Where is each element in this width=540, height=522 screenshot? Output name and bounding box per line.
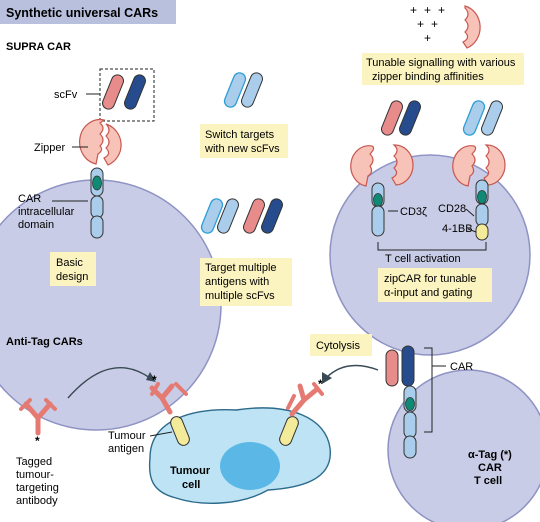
label-t-cell-activation: T cell activation bbox=[385, 253, 461, 265]
arrow-engagement bbox=[325, 364, 379, 379]
zipper-pair bbox=[79, 118, 122, 166]
free-zipper bbox=[462, 5, 481, 49]
arrow-engagement-head bbox=[322, 372, 332, 384]
box-target-multiple-line-3: multiple scFvs bbox=[205, 290, 275, 302]
label-car: CAR bbox=[450, 361, 473, 373]
t-cell-activation-bracket bbox=[377, 242, 487, 251]
arrow-binding bbox=[67, 366, 151, 399]
box-target-multiple-line-2: antigens with bbox=[205, 276, 269, 288]
label-tumour-cell-2: cell bbox=[182, 479, 200, 491]
box-target-multiple bbox=[200, 258, 292, 306]
scfv-pair bbox=[102, 74, 146, 110]
label-tcell-3: T cell bbox=[474, 475, 502, 487]
plus-signs: + + + + + + bbox=[410, 3, 445, 45]
svg-text:+: + bbox=[417, 17, 424, 31]
box-tunable-line-1: Tunable signalling with various bbox=[366, 57, 516, 69]
label-cd28: CD28 bbox=[438, 203, 466, 215]
label-tumour-antigen-2: antigen bbox=[108, 443, 144, 455]
label-tagged-2: tumour- bbox=[16, 469, 54, 481]
label-car-domain-2: intracellular bbox=[18, 206, 75, 218]
label-cd3z: CD3ζ bbox=[400, 206, 427, 218]
box-basic-design-line-2: design bbox=[56, 271, 88, 283]
label-cytolysis: Cytolysis bbox=[316, 340, 361, 352]
zipcar-left bbox=[350, 100, 421, 237]
tag-marker-bound-right: * bbox=[318, 377, 323, 391]
box-switch-targets-line-1: Switch targets bbox=[205, 129, 275, 141]
label-car-domain-3: domain bbox=[18, 219, 54, 231]
tag-marker-bound-left: * bbox=[152, 373, 157, 387]
tumour-antigen-left bbox=[170, 416, 190, 446]
label-scfv: scFv bbox=[54, 89, 78, 101]
label-41bb: 4-1BB bbox=[442, 223, 473, 235]
car-bracket bbox=[424, 347, 433, 433]
tagged-antibody bbox=[19, 398, 57, 436]
box-cytolysis bbox=[310, 334, 372, 356]
supra-section-title: SUPRA CAR bbox=[6, 41, 71, 53]
box-basic-design-line-1: Basic bbox=[56, 257, 83, 269]
box-tunable-line-2: zipper binding affinities bbox=[372, 71, 484, 83]
label-tcell-1: α-Tag (*) bbox=[468, 449, 512, 461]
box-zipcar-line-1: zipCAR for tunable bbox=[384, 273, 476, 285]
label-tcell-2: CAR bbox=[478, 462, 502, 474]
multiple-scfvs bbox=[200, 198, 283, 234]
antitag-car bbox=[385, 345, 417, 459]
svg-text:+: + bbox=[438, 3, 445, 17]
header-title: Synthetic universal CARs bbox=[6, 6, 158, 20]
cell-antitag-t bbox=[387, 369, 540, 522]
switch-scfv bbox=[223, 72, 263, 108]
box-zipcar-line-2: α-input and gating bbox=[384, 287, 472, 299]
label-car-domain-1: CAR bbox=[18, 193, 41, 205]
label-tagged-4: antibody bbox=[16, 495, 58, 507]
box-basic-design bbox=[50, 252, 96, 286]
antitag-section-title: Anti-Tag CARs bbox=[6, 336, 83, 348]
label-zipper: Zipper bbox=[34, 142, 66, 154]
tumour-antigen-right bbox=[279, 416, 299, 446]
label-tagged-1: Tagged bbox=[16, 456, 52, 468]
box-zipcar bbox=[378, 268, 492, 302]
tumour-nucleus bbox=[220, 442, 280, 490]
label-tumour-antigen-1: Tumour bbox=[108, 430, 146, 442]
tag-marker-left: * bbox=[35, 434, 40, 448]
bound-antibody-right bbox=[286, 382, 324, 417]
svg-text:+: + bbox=[424, 3, 431, 17]
svg-text:+: + bbox=[424, 31, 431, 45]
svg-text:+: + bbox=[410, 3, 417, 17]
label-tumour-cell-1: Tumour bbox=[170, 465, 211, 477]
header-banner bbox=[0, 0, 176, 24]
bound-antibody-left bbox=[149, 382, 188, 415]
box-switch-targets bbox=[200, 124, 288, 158]
box-tunable-signalling bbox=[362, 53, 524, 85]
box-target-multiple-line-1: Target multiple bbox=[205, 262, 277, 274]
svg-text:+: + bbox=[431, 17, 438, 31]
scfv-dashed-box bbox=[99, 68, 155, 122]
arrow-binding-head bbox=[146, 372, 156, 382]
zipcar-right bbox=[452, 100, 506, 241]
box-switch-targets-line-2: with new scFvs bbox=[204, 143, 280, 155]
label-tagged-3: targeting bbox=[16, 482, 59, 494]
car-intracellular bbox=[90, 167, 104, 239]
